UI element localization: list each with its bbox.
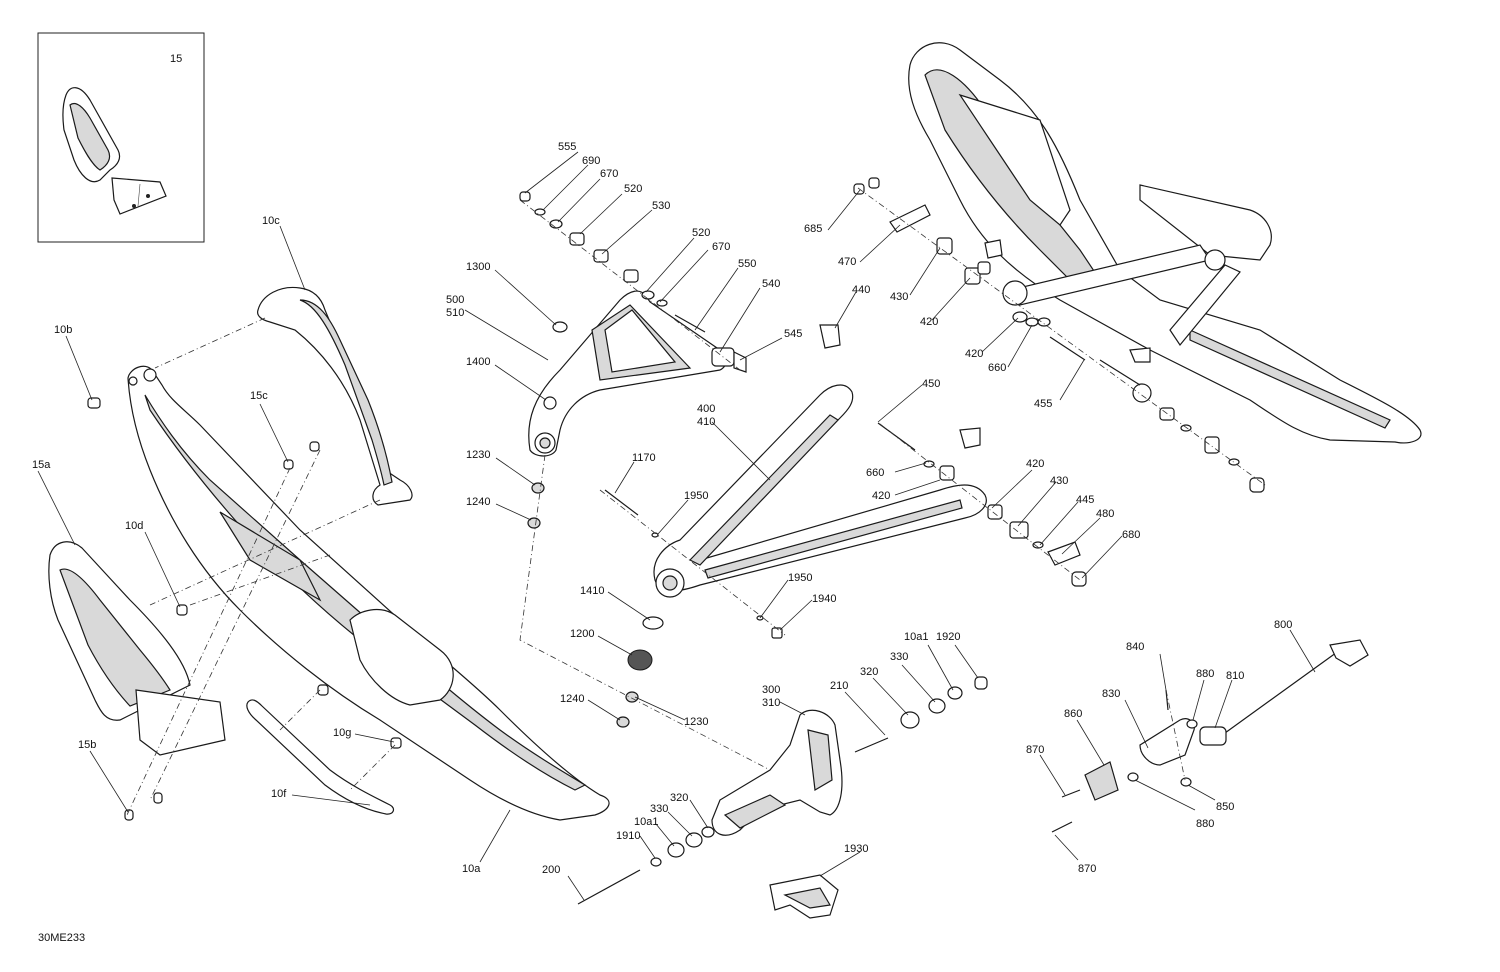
callout: 530 bbox=[652, 200, 670, 212]
callout: 1950 bbox=[788, 572, 812, 584]
part-800-830-steering bbox=[1084, 639, 1369, 801]
callout: 880 bbox=[1196, 668, 1214, 680]
callout: 480 bbox=[1096, 508, 1114, 520]
part-400-410-lower-a-arm bbox=[653, 384, 987, 598]
callout: 15b bbox=[78, 739, 96, 751]
leader-lines bbox=[37, 151, 1316, 901]
callout: 410 bbox=[697, 416, 715, 428]
callout: 880 bbox=[1196, 818, 1214, 830]
callout: 330 bbox=[650, 803, 668, 815]
callout: 455 bbox=[1034, 398, 1052, 410]
callout: 840 bbox=[1126, 641, 1144, 653]
callout: 680 bbox=[1122, 529, 1140, 541]
callout: 1940 bbox=[812, 593, 836, 605]
callout: 1950 bbox=[684, 490, 708, 502]
part-10f-runner bbox=[246, 699, 395, 815]
callout: 420 bbox=[872, 490, 890, 502]
callout: 520 bbox=[692, 227, 710, 239]
part-300-310-spindle bbox=[711, 709, 843, 836]
callout: 320 bbox=[860, 666, 878, 678]
callout: 1200 bbox=[570, 628, 594, 640]
callout: 200 bbox=[542, 864, 560, 876]
callout: 690 bbox=[582, 155, 600, 167]
diagram-code: 30ME233 bbox=[38, 932, 85, 944]
callout: 685 bbox=[804, 223, 822, 235]
callout: 310 bbox=[762, 697, 780, 709]
callout: 1910 bbox=[616, 830, 640, 842]
callout: 430 bbox=[890, 291, 908, 303]
callout: 810 bbox=[1226, 670, 1244, 682]
callout: 470 bbox=[838, 256, 856, 268]
part-500-510-upper-a-arm bbox=[528, 290, 747, 457]
callout: 520 bbox=[624, 183, 642, 195]
callout: 400 bbox=[697, 403, 715, 415]
callout: 210 bbox=[830, 680, 848, 692]
callout: 1300 bbox=[466, 261, 490, 273]
callout: 800 bbox=[1274, 619, 1292, 631]
callout: 1400 bbox=[466, 356, 490, 368]
callout: 860 bbox=[1064, 708, 1082, 720]
callout: 430 bbox=[1050, 475, 1068, 487]
callout: 300 bbox=[762, 684, 780, 696]
callout: 555 bbox=[558, 141, 576, 153]
callout: 1410 bbox=[580, 585, 604, 597]
callout: 670 bbox=[600, 168, 618, 180]
callout: 670 bbox=[712, 241, 730, 253]
part-10a-ski bbox=[127, 365, 610, 821]
callout: 830 bbox=[1102, 688, 1120, 700]
callout: 550 bbox=[738, 258, 756, 270]
callout: 10f bbox=[271, 788, 287, 800]
inset-label: 15 bbox=[170, 53, 182, 65]
callout: 10g bbox=[333, 727, 351, 739]
callout: 870 bbox=[1026, 744, 1044, 756]
part-15a-guard bbox=[48, 541, 226, 756]
callout: 15a bbox=[32, 459, 51, 471]
callout: 510 bbox=[446, 307, 464, 319]
callout: 545 bbox=[784, 328, 802, 340]
callout: 540 bbox=[762, 278, 780, 290]
callout: 10a bbox=[462, 863, 481, 875]
callout: 660 bbox=[866, 467, 884, 479]
assembly-center-lines bbox=[126, 187, 1266, 816]
callout: 1930 bbox=[844, 843, 868, 855]
part-10c bbox=[257, 286, 413, 506]
callout: 10d bbox=[125, 520, 143, 532]
callout: 1230 bbox=[684, 716, 708, 728]
callout: 320 bbox=[670, 792, 688, 804]
callout: 1240 bbox=[560, 693, 584, 705]
callout: 850 bbox=[1216, 801, 1234, 813]
callout: 500 bbox=[446, 294, 464, 306]
callout: 10c bbox=[262, 215, 280, 227]
callout: 10a1 bbox=[904, 631, 928, 643]
callout: 1240 bbox=[466, 496, 490, 508]
callout: 1230 bbox=[466, 449, 490, 461]
part-right-ski-assembly bbox=[908, 42, 1422, 444]
callout: 1920 bbox=[936, 631, 960, 643]
callout: 330 bbox=[890, 651, 908, 663]
part-1930-bumper bbox=[769, 874, 839, 919]
inset-guard-part bbox=[62, 87, 167, 215]
callout: 10a1 bbox=[634, 816, 658, 828]
callout: 660 bbox=[988, 362, 1006, 374]
callout: 450 bbox=[922, 378, 940, 390]
callout: 445 bbox=[1076, 494, 1094, 506]
callout: 420 bbox=[920, 316, 938, 328]
callout-labels: 15 30ME233 555 690 670 520 530 520 670 5… bbox=[32, 53, 1292, 944]
inset-frame bbox=[37, 32, 205, 243]
callout: 420 bbox=[1026, 458, 1044, 470]
callout: 870 bbox=[1078, 863, 1096, 875]
callout: 10b bbox=[54, 324, 72, 336]
callout: 440 bbox=[852, 284, 870, 296]
callout: 420 bbox=[965, 348, 983, 360]
callout: 15c bbox=[250, 390, 268, 402]
hardware-items bbox=[87, 177, 1265, 905]
callout: 1170 bbox=[632, 452, 656, 464]
